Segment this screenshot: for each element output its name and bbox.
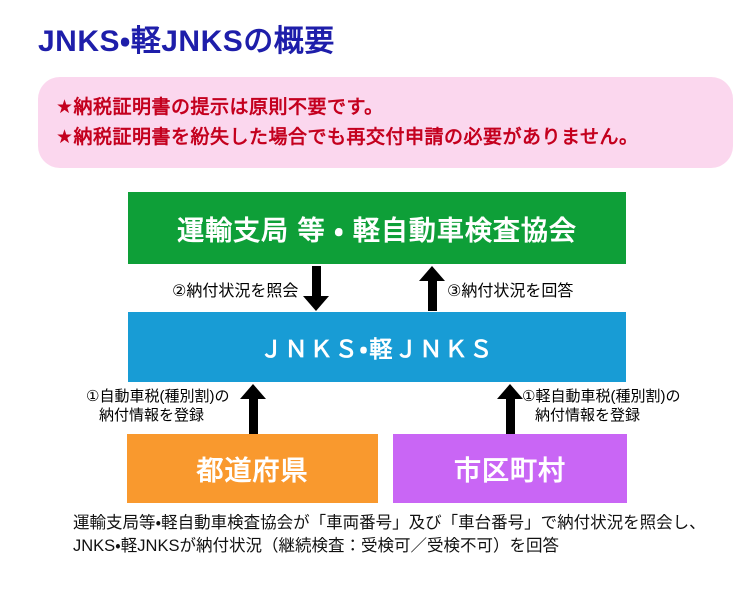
answer-up-arrow-icon [419, 266, 445, 311]
register-left-arrow-label: ①自動車税(種別割)の 納付情報を登録 [86, 387, 229, 425]
top-box-transport-bureau: 運輸支局 等 ・ 軽自動車検査協会 [128, 192, 626, 264]
top-box-label: 運輸支局 等 ・ 軽自動車検査協会 [177, 215, 577, 246]
center-box-label: ＪＮＫＳ・軽ＪＮＫＳ [259, 336, 495, 362]
register-left-label-line1: ①自動車税(種別割)の [86, 388, 230, 405]
arrow-head [303, 296, 329, 311]
page-title: JNKS・軽JNKSの概要 [38, 25, 335, 58]
bottom-right-box-label: 市区町村 [454, 456, 566, 486]
register-left-label-line2: 納付情報を登録 [99, 407, 205, 424]
arrow-shaft [248, 399, 258, 434]
arrow-head [497, 384, 523, 399]
bottom-left-box-label: 都道府県 [196, 456, 309, 486]
arrow-shaft [427, 281, 437, 311]
query-down-arrow-icon [303, 266, 329, 311]
notice-line: ★納税証明書を紛失した場合でも再交付申請の必要がありません。 [56, 126, 639, 148]
arrow-head [419, 266, 445, 281]
register-right-label-line1: ①軽自動車税(種別割)の [522, 388, 681, 405]
arrow-shaft [505, 399, 515, 434]
footnote: 運輸支局等・軽自動車検査協会が「車両番号」及び「車台番号」で納付状況を照会し、 … [73, 512, 706, 558]
query-arrow-label: ②納付状況を照会 [172, 283, 299, 300]
bottom-right-box-municipalities: 市区町村 [393, 434, 627, 503]
tax-certificate-notice-panel: ★納税証明書の提示は原則不要です。 ★納税証明書を紛失した場合でも再交付申請の必… [38, 77, 733, 168]
register-right-label-line2: 納付情報を登録 [535, 407, 641, 424]
register-right-arrow-label: ①軽自動車税(種別割)の 納付情報を登録 [522, 387, 680, 425]
footnote-line1: 運輸支局等・軽自動車検査協会が「車両番号」及び「車台番号」で納付状況を照会し、 [73, 514, 706, 532]
arrow-head [240, 384, 266, 399]
answer-arrow-label: ③納付状況を回答 [447, 283, 574, 300]
footnote-line2: JNKS・軽JNKSが納付状況（継続検査：受検可／受検不可）を回答 [73, 537, 559, 555]
arrow-shaft [311, 266, 321, 296]
center-box-jnks: ＪＮＫＳ・軽ＪＮＫＳ [128, 312, 626, 382]
register-left-up-arrow-icon [240, 384, 266, 434]
bottom-left-box-prefectures: 都道府県 [127, 434, 378, 503]
notice-line: ★納税証明書の提示は原則不要です。 [56, 96, 384, 118]
register-right-up-arrow-icon [497, 384, 523, 434]
